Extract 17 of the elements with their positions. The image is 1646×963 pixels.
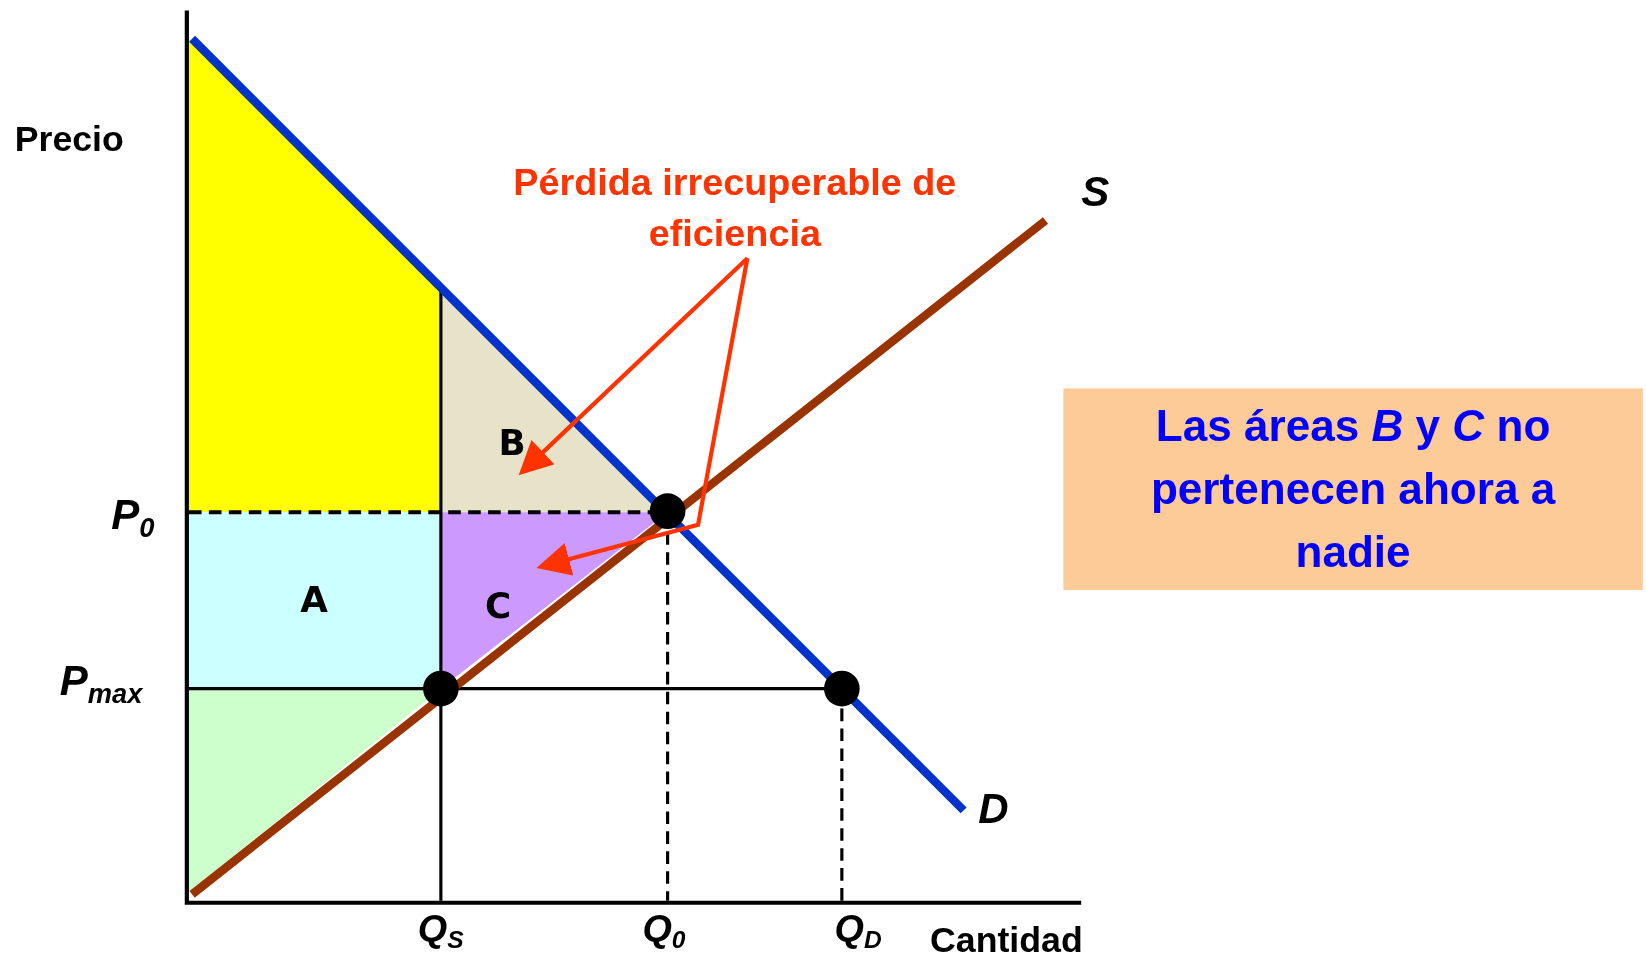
curve-label: S	[1081, 170, 1110, 213]
note-box	[1063, 388, 1643, 590]
quantity-label: Q$_{S}$	[417, 909, 464, 953]
price-label: P$_{0}$	[111, 493, 155, 542]
arrow	[518, 256, 749, 476]
area-label: C	[484, 587, 512, 624]
quantity-label: Q$_{0}$	[642, 909, 686, 953]
area-label: B	[498, 424, 526, 460]
arrow	[536, 257, 750, 576]
note-text: Las áreas B y C no pertenecen ahora a nadie	[1149, 400, 1557, 579]
axis-title: Precio	[14, 120, 124, 157]
quantity-label: Q$_{D}$	[834, 909, 882, 953]
price-label: P$_{max}$	[59, 659, 143, 708]
axis-title: Cantidad	[930, 921, 1083, 958]
area-label: A	[300, 581, 328, 618]
curve-label: D	[978, 787, 1009, 830]
annotation-text: Pérdida irrecuperable de eficiencia	[493, 157, 977, 259]
